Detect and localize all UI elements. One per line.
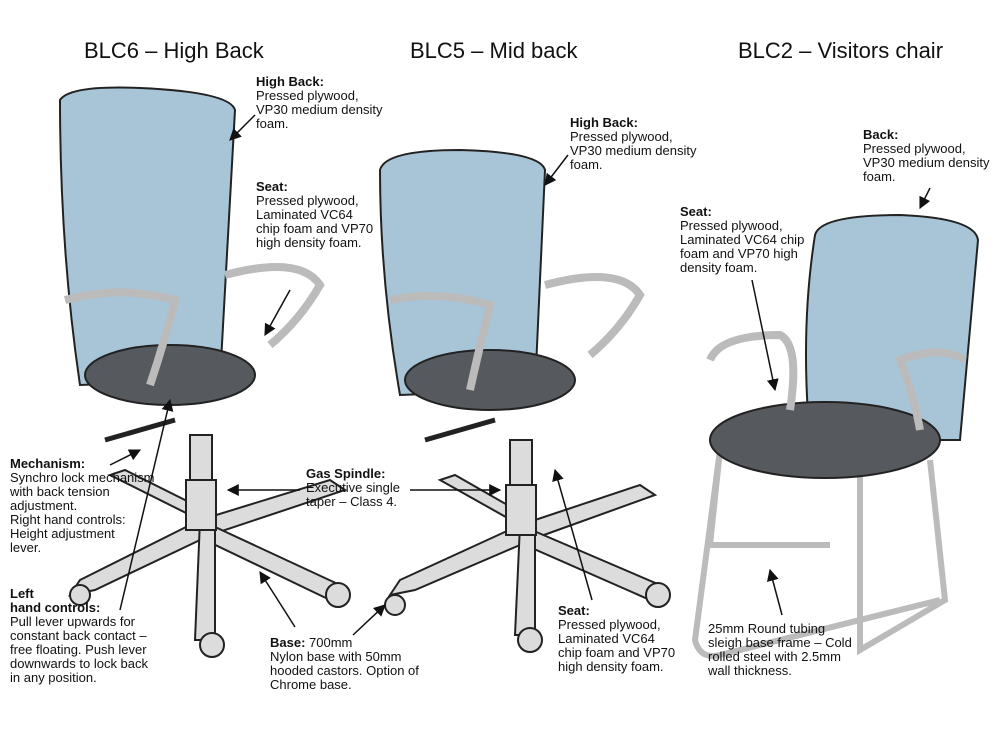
backrest [58, 86, 237, 387]
note-line: high density foam. [558, 659, 664, 674]
note-blc6-back: High Back: Pressed plywood, VP30 medium … [256, 75, 382, 131]
note-blc5-back: High Back: Pressed plywood, VP30 medium … [570, 116, 696, 172]
note-blc2-back: Back: Pressed plywood, VP30 medium densi… [863, 128, 989, 184]
note-line: Pressed plywood, [256, 193, 359, 208]
chair-blc5 [378, 148, 671, 653]
lever [424, 417, 496, 443]
seat-cushion [709, 401, 941, 479]
title-blc5: BLC5 – Mid back [410, 38, 578, 63]
note-heading: Gas Spindle: [306, 466, 386, 481]
note-line: rolled steel with 2.5mm [708, 649, 841, 664]
note-line: constant back contact – [10, 628, 147, 643]
seat-cushion [84, 344, 256, 406]
note-gas-spindle: Gas Spindle: Executive single taper – Cl… [306, 467, 400, 509]
armrest [894, 348, 968, 431]
note-line: Height adjustment [10, 526, 115, 541]
chair-base [384, 439, 671, 653]
backrest [378, 148, 547, 397]
armrest [389, 292, 495, 391]
chair-blc2 [691, 213, 980, 659]
chair-blc6 [58, 86, 351, 658]
note-mechanism: Mechanism: Synchro lock mechanism with b… [10, 457, 155, 555]
note-line: Synchro lock mechanism [10, 470, 155, 485]
note-line: Chrome base. [270, 677, 352, 692]
note-line: Pressed plywood, [863, 141, 966, 156]
note-line: downwards to lock back [10, 656, 149, 671]
note-blc6-seat: Seat: Pressed plywood, Laminated VC64 ch… [256, 180, 373, 250]
note-line: 25mm Round tubing [708, 621, 826, 636]
note-heading: Mechanism: [10, 456, 86, 471]
title-blc2: BLC2 – Visitors chair [738, 38, 944, 63]
note-line: 700mm [305, 635, 353, 650]
note-line: VP30 medium density [256, 102, 383, 117]
note-line: free floating. Push lever [10, 642, 147, 657]
note-heading: Seat: [558, 603, 590, 618]
note-heading: High Back: [570, 115, 638, 130]
armrest [63, 288, 180, 387]
note-line: lever. [10, 540, 42, 555]
note-line: chip foam and VP70 [256, 221, 374, 236]
note-line: foam and VP70 high [680, 246, 798, 261]
note-heading: Seat: [680, 204, 712, 219]
backrest [805, 213, 980, 441]
note-line: with back tension [10, 484, 110, 499]
note-line: density foam. [680, 260, 758, 275]
note-line: in any position. [10, 670, 97, 685]
note-line: adjustment. [10, 498, 78, 513]
note-line: Pull lever upwards for [10, 614, 135, 629]
note-line: Laminated VC64 [558, 631, 655, 646]
armrest [543, 273, 645, 359]
sleigh-frame [691, 449, 949, 659]
note-heading: hand controls: [10, 600, 101, 615]
armrest [223, 263, 325, 349]
note-line: Pressed plywood, [256, 88, 359, 103]
note-heading: Back: [863, 127, 899, 142]
note-line: VP30 medium density [863, 155, 990, 170]
note-blc5-seat: Seat: Pressed plywood, Laminated VC64 ch… [558, 604, 675, 674]
note-line: foam. [256, 116, 289, 131]
note-line: foam. [570, 157, 603, 172]
note-line: taper – Class 4. [306, 494, 398, 509]
title-blc6: BLC6 – High Back [84, 38, 264, 63]
note-line: Pressed plywood, [570, 129, 673, 144]
note-line: sleigh base frame – Cold [708, 635, 852, 650]
seat-cushion [404, 349, 576, 411]
note-line: chip foam and VP70 [558, 645, 676, 660]
note-line: wall thickness. [708, 663, 792, 678]
note-heading: High Back: [256, 74, 324, 89]
note-line: Nylon base with 50mm [270, 649, 402, 664]
note-heading: Left [10, 586, 34, 601]
note-line: foam. [863, 169, 896, 184]
leader-arrows [109, 114, 931, 636]
note-line: Laminated VC64 chip [680, 232, 805, 247]
lever [104, 417, 176, 443]
note-line: Pressed plywood, [558, 617, 661, 632]
note-line: Executive single [306, 480, 400, 495]
note-left-hand-controls: Left hand controls: Pull lever upwards f… [10, 587, 148, 685]
note-heading: Base: [270, 635, 306, 650]
note-blc2-seat: Seat: Pressed plywood, Laminated VC64 ch… [680, 205, 804, 275]
note-line: Laminated VC64 [256, 207, 353, 222]
note-base: Base: 700mm Nylon base with 50mm hooded … [270, 636, 419, 692]
note-line: VP30 medium density [570, 143, 697, 158]
armrest [706, 330, 798, 411]
note-heading: Seat: [256, 179, 288, 194]
note-blc2-frame: 25mm Round tubing sleigh base frame – Co… [708, 622, 852, 678]
note-heading-line: Base: 700mm [270, 636, 419, 650]
note-line: Pressed plywood, [680, 218, 783, 233]
note-line: hooded castors. Option of [270, 663, 419, 678]
chair-base [67, 434, 351, 658]
note-line: high density foam. [256, 235, 362, 250]
note-line: Right hand controls: [10, 512, 126, 527]
